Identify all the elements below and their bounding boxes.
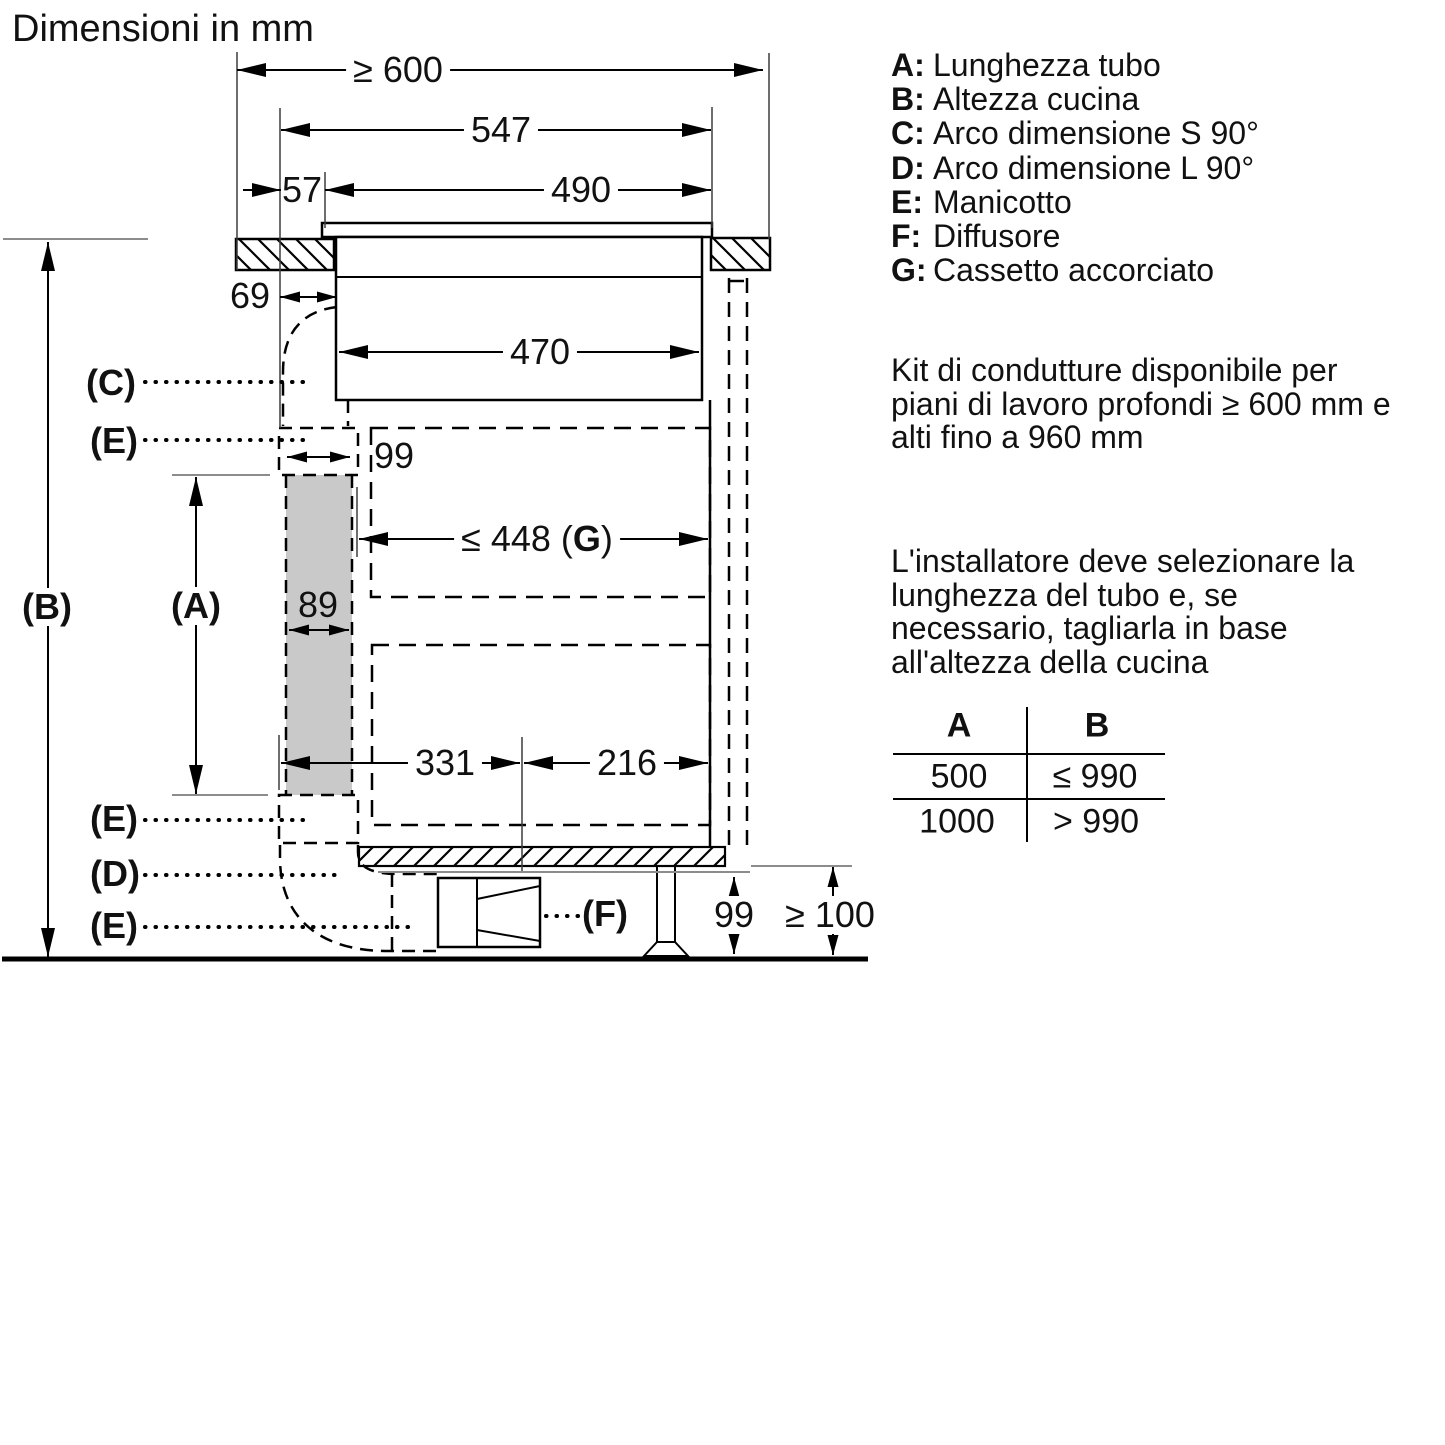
lower-drawer (370, 643, 712, 827)
legend-item-B: B:Altezza cucina (891, 81, 1140, 118)
note-duct-kit: Kit di condutture disponibile per piani … (891, 352, 1391, 455)
upper-bend-outer (281, 305, 338, 426)
label-B: (B) (17, 588, 77, 626)
table-cell-a1: 500 (930, 757, 988, 796)
lower-bend-inner (356, 845, 438, 876)
diffuser-cone-top (476, 885, 541, 900)
worktop (234, 236, 772, 272)
spec-table-lines (893, 707, 1165, 842)
note-installer: L'installatore deve selezionare la lungh… (891, 543, 1355, 680)
cabinet (2, 278, 868, 962)
legend-item-A: A:Lunghezza tubo (891, 47, 1161, 83)
cabinet-back-panel (727, 278, 749, 847)
dim-label-216: 216 (589, 744, 665, 782)
legend-item-E: E:Manicotto (891, 183, 1072, 220)
dim-label-99-plinth: 99 (706, 896, 762, 934)
label-E-lower: (E) (90, 905, 138, 946)
dim-label-89: 89 (297, 584, 339, 625)
label-D: (D) (90, 853, 140, 894)
dim-label-448: ≤ 448 (G) (454, 520, 620, 558)
shortened-drawers (369, 426, 712, 827)
table-header-B: B (1084, 706, 1110, 745)
dim-label-331: 331 (407, 744, 483, 782)
page-title: Dimensioni in mm (12, 8, 314, 50)
sleeve-upper (277, 426, 360, 477)
table-cell-b2: > 990 (1052, 802, 1140, 841)
cabinet-bottom-shelf (357, 845, 727, 868)
legend-item-F: F:Diffusore (891, 217, 1061, 254)
upper-drawer (369, 426, 712, 599)
plinth-foot (641, 941, 691, 957)
dim-label-470: 470 (502, 333, 578, 371)
dim-label-100: ≥ 100 (778, 896, 882, 934)
dim-label-547: 547 (463, 111, 539, 149)
worktop-back-section (709, 236, 772, 272)
dim-label-490: 490 (543, 171, 619, 209)
reference-lines (3, 238, 852, 873)
dim-label-57: 57 (281, 169, 323, 210)
table-cell-a2: 1000 (919, 802, 995, 841)
label-C: (C) (86, 362, 136, 403)
table-cell-b1: ≤ 990 (1052, 757, 1138, 796)
legend-item-G: G:Cassetto accorciato (891, 252, 1215, 289)
label-A: (A) (166, 587, 226, 625)
label-F: (F) (582, 893, 628, 934)
extension-lines (236, 52, 770, 873)
worktop-front-section (234, 237, 336, 272)
legend: A:Lunghezza tubo B:Altezza cucina C:Arco… (891, 47, 1259, 289)
lower-bend-outer (278, 845, 440, 953)
table-header-A: A (946, 706, 972, 745)
diffuser-cone-bottom (476, 929, 541, 942)
hob-top-plate (320, 221, 714, 239)
dim-label-worktop-depth: ≥ 600 (346, 51, 450, 89)
exhaust-tube (286, 475, 352, 795)
legend-item-C: C:Arco dimensione S 90° (891, 115, 1259, 152)
label-E-upper: (E) (90, 420, 138, 461)
dim-label-99-sleeve: 99 (374, 435, 415, 476)
dim-label-69: 69 (229, 275, 271, 316)
legend-item-D: D:Arco dimensione L 90° (891, 149, 1255, 186)
label-leaders (143, 380, 580, 929)
label-E-mid: (E) (90, 798, 138, 839)
fan-unit (436, 876, 542, 949)
hob (320, 221, 714, 402)
hob-body (334, 235, 704, 402)
